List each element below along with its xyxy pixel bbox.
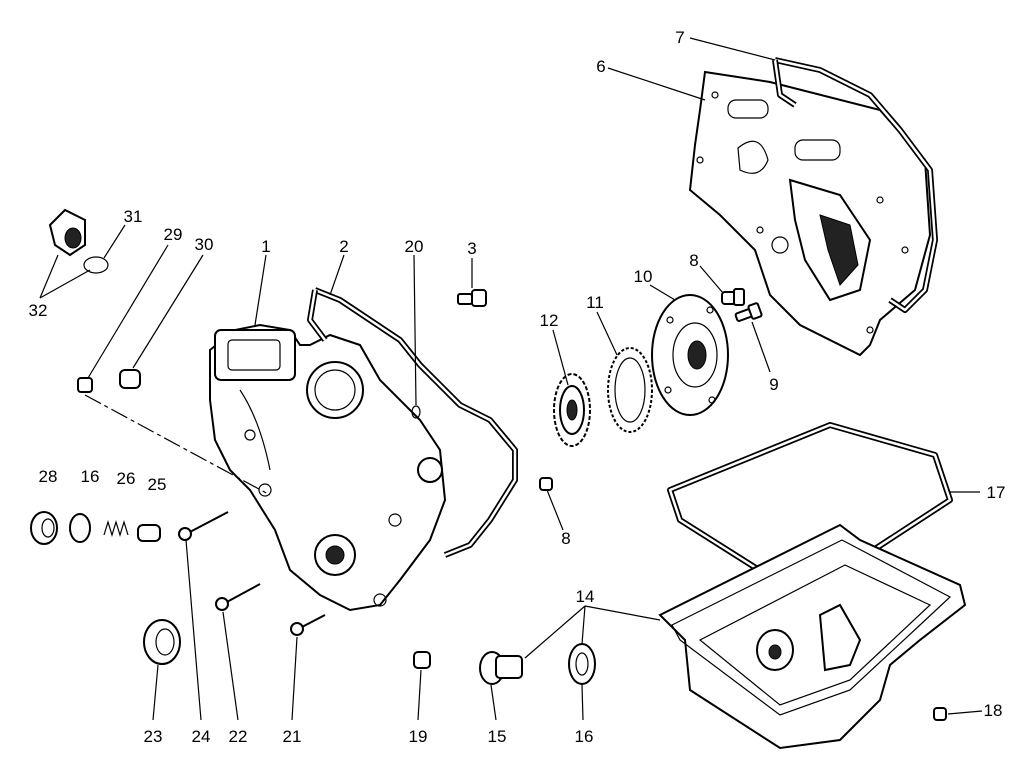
callout-10: 10 — [634, 267, 653, 286]
part-26-spring — [103, 519, 129, 538]
callout-21: 21 — [283, 727, 302, 746]
part-28-nut — [30, 511, 58, 545]
part-9-bolt — [734, 302, 763, 322]
part-25-cap — [137, 524, 161, 542]
callout-9: 9 — [769, 375, 778, 394]
part-3-bolt — [457, 289, 487, 307]
part-21-bolt — [290, 614, 326, 636]
callout-8-lower: 8 — [561, 529, 570, 548]
part-31-o-ring — [83, 256, 109, 274]
part-16-washer-right — [568, 643, 596, 685]
callout-28: 28 — [39, 467, 58, 486]
callout-32: 32 — [29, 301, 48, 320]
callout-25: 25 — [148, 475, 167, 494]
callout-6: 6 — [596, 57, 605, 76]
callout-26: 26 — [117, 469, 136, 488]
callout-2: 2 — [339, 237, 348, 256]
callout-16-left: 16 — [81, 467, 100, 486]
callout-22: 22 — [229, 727, 248, 746]
callout-18: 18 — [984, 701, 1003, 720]
part-15-drain-plug — [479, 651, 523, 685]
callout-29: 29 — [164, 225, 183, 244]
part-30-bushing — [119, 369, 141, 389]
part-1-gear-case — [209, 323, 447, 612]
callout-24: 24 — [192, 727, 211, 746]
part-17-pan-gasket — [667, 422, 953, 583]
callout-labels: 7 6 31 29 30 1 2 20 3 8 10 32 11 12 9 28… — [29, 28, 1006, 746]
part-2-gasket — [307, 287, 518, 558]
callout-31: 31 — [124, 207, 143, 226]
callout-8-upper: 8 — [689, 251, 698, 270]
callout-14: 14 — [576, 587, 595, 606]
part-10-flange — [651, 294, 729, 416]
leader-lines — [39, 37, 983, 721]
part-19-plug — [413, 651, 431, 669]
callout-11: 11 — [586, 293, 604, 312]
callout-17: 17 — [987, 483, 1006, 502]
callout-16-right: 16 — [575, 727, 594, 746]
part-32-elbow — [48, 208, 86, 257]
part-12-gear — [553, 373, 591, 447]
callout-15: 15 — [488, 727, 507, 746]
part-11-ring — [607, 347, 653, 433]
callout-19: 19 — [409, 727, 428, 746]
part-14-oil-pan — [658, 523, 967, 750]
callout-7: 7 — [675, 28, 684, 47]
part-20-pin — [411, 405, 421, 419]
part-16-washer-left — [69, 513, 91, 543]
callout-1: 1 — [261, 237, 270, 256]
part-29-plug — [77, 377, 93, 393]
part-18-bolt — [933, 707, 947, 721]
part-24-long-bolt — [178, 511, 229, 541]
callout-12: 12 — [540, 311, 559, 330]
part-7-gasket — [772, 57, 938, 313]
part-22-bolt — [215, 583, 261, 611]
callout-20: 20 — [405, 237, 424, 256]
callout-3: 3 — [467, 239, 476, 258]
callout-23: 23 — [144, 727, 163, 746]
part-8-bolt-lower — [539, 477, 553, 491]
callout-30: 30 — [195, 235, 214, 254]
part-23-seal — [143, 619, 181, 665]
part-8-bolt-upper — [721, 288, 745, 306]
part-6-plate — [688, 70, 932, 357]
